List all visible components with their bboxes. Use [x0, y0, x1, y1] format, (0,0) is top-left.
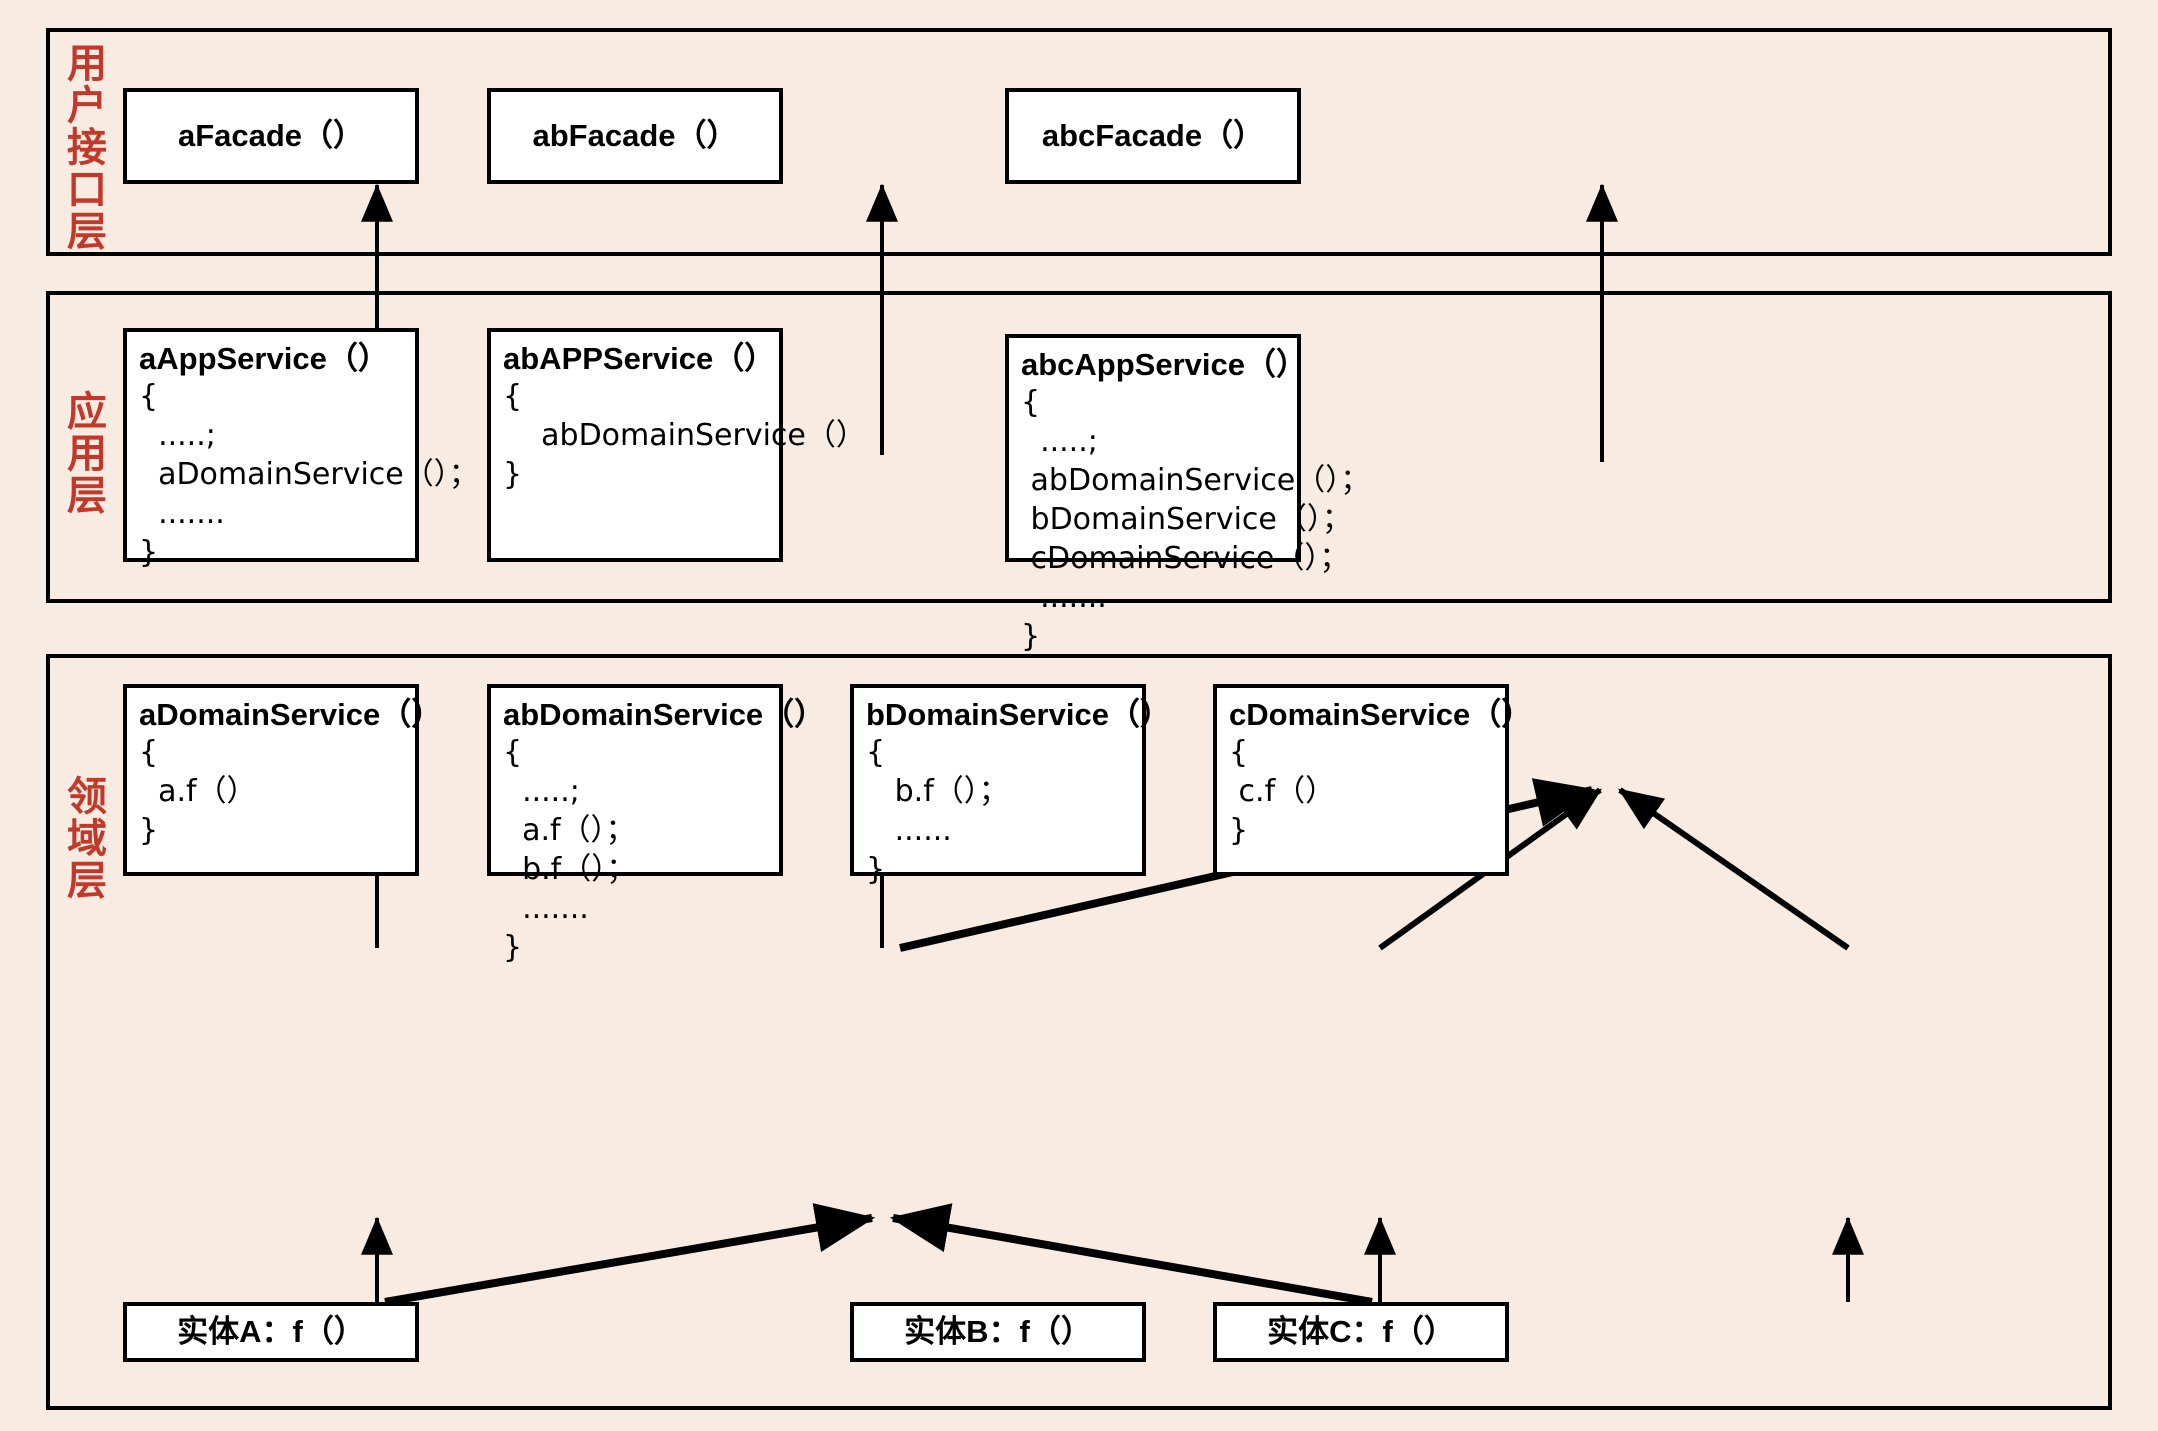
box-aAppService[interactable]: aAppService（） { .....; aDomainService（）；…: [123, 328, 479, 570]
box-abDomainService-title: abDomainService（）: [503, 697, 826, 732]
layer-label-ui: 用户接口层: [60, 42, 106, 252]
box-abAppService-code: { abDomainService（） }: [503, 378, 866, 492]
box-bDomainService-title: bDomainService（）: [866, 697, 1171, 732]
box-abcAppService-title: abcAppService（）: [1021, 347, 1307, 382]
layer-label-app: 应用层: [60, 390, 106, 516]
box-abAppService[interactable]: abAPPService（） { abDomainService（） }: [487, 328, 866, 562]
box-bDomainService[interactable]: bDomainService（） { b.f（）； ...... }: [850, 684, 1171, 887]
box-aAppService-code: { .....; aDomainService（）； ....... }: [139, 378, 479, 570]
box-cDomainService[interactable]: cDomainService（） { c.f（） }: [1213, 684, 1533, 876]
box-entityB[interactable]: 实体B：f（）: [850, 1302, 1146, 1362]
box-aDomainService-code: { a.f（） }: [139, 734, 257, 848]
box-entityA-title: 实体A：f（）: [177, 1313, 365, 1349]
box-entityB-title: 实体B：f（）: [904, 1313, 1092, 1349]
box-aDomainService[interactable]: aDomainService（） { a.f（） }: [123, 684, 443, 876]
box-cDomainService-code: { c.f（） }: [1229, 734, 1336, 848]
box-abDomainService[interactable]: abDomainService（） { .....; a.f（）； b.f（）；…: [487, 684, 826, 965]
box-cDomainService-title: cDomainService（）: [1229, 697, 1533, 732]
box-abDomainService-code: { .....; a.f（）； b.f（）； ....... }: [503, 734, 637, 965]
box-aFacade[interactable]: aFacade（）: [123, 88, 419, 184]
box-bDomainService-code: { b.f（）； ...... }: [866, 734, 1009, 887]
box-entityC[interactable]: 实体C：f（）: [1213, 1302, 1509, 1362]
box-abFacade-title: abFacade（）: [532, 117, 738, 153]
layer-label-domain: 领域层: [60, 775, 106, 901]
box-entityC-title: 实体C：f（）: [1267, 1313, 1455, 1349]
box-abAppService-title: abAPPService（）: [503, 341, 776, 376]
box-abcAppService-code: { .....; abDomainService（）； bDomainServi…: [1021, 384, 1371, 654]
box-entityA[interactable]: 实体A：f（）: [123, 1302, 419, 1362]
box-abcAppService[interactable]: abcAppService（） { .....; abDomainService…: [1005, 334, 1370, 654]
box-aDomainService-title: aDomainService（）: [139, 697, 443, 732]
box-abcFacade-title: abcFacade（）: [1041, 117, 1265, 153]
box-abFacade[interactable]: abFacade（）: [487, 88, 783, 184]
box-aFacade-title: aFacade（）: [177, 117, 365, 153]
box-abcFacade[interactable]: abcFacade（）: [1005, 88, 1301, 184]
box-aAppService-title: aAppService（）: [139, 341, 389, 376]
